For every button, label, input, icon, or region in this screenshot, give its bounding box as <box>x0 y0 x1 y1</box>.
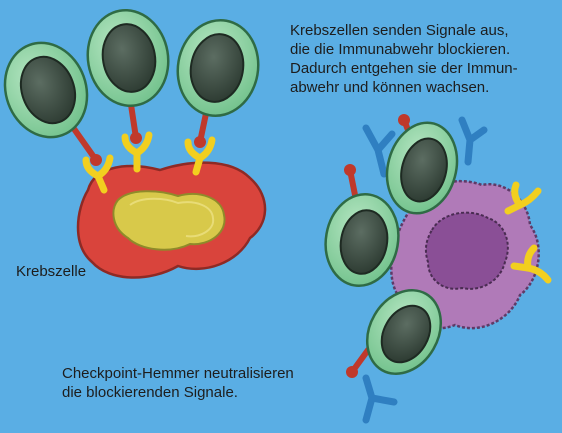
caption-top: Krebszellen senden Signale aus, die die … <box>290 21 518 97</box>
caption-top-line-3: Dadurch entgehen sie der Immun- <box>290 59 518 78</box>
caption-bottom: Checkpoint-Hemmer neutralisieren die blo… <box>62 364 294 402</box>
t-cell-3 <box>170 14 265 122</box>
caption-top-line-1: Krebszellen senden Signale aus, <box>290 21 518 40</box>
cancer-cell-label: Krebszelle <box>16 262 86 281</box>
caption-top-line-2: die die Immunabwehr blockieren. <box>290 40 518 59</box>
cancer-cell <box>78 163 265 278</box>
caption-bottom-line-1: Checkpoint-Hemmer neutralisieren <box>62 364 294 383</box>
t-cell-1 <box>0 31 100 149</box>
pdl1-ligand-free-1 <box>508 185 538 211</box>
antibody-2 <box>462 120 484 162</box>
caption-top-line-4: abwehr und können wachsen. <box>290 78 518 97</box>
pd1-receptor-4 <box>344 164 356 200</box>
pd1-receptor-6 <box>346 350 368 378</box>
t-cell-2 <box>80 4 175 112</box>
caption-bottom-line-2: die blockierenden Signale. <box>62 383 294 402</box>
antibody-3 <box>366 378 394 420</box>
